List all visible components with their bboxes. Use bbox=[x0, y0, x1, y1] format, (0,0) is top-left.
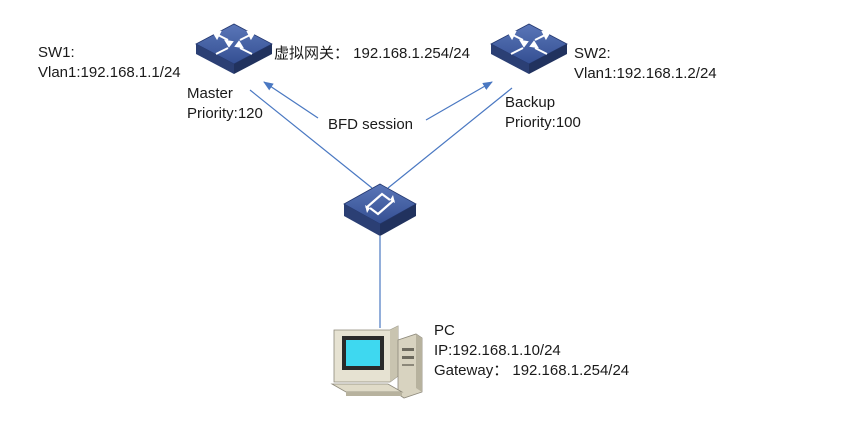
sw2-priority: Priority:100 bbox=[505, 114, 581, 131]
link-sw1-switch bbox=[249, 89, 373, 189]
bfd-arrow-right bbox=[425, 81, 493, 121]
pc-gateway: Gateway： 192.168.1.254/24 bbox=[434, 362, 630, 379]
sw1-priority: Priority:120 bbox=[187, 105, 263, 122]
sw2-vlan: Vlan1:192.168.1.2/24 bbox=[574, 65, 717, 82]
pc-icon bbox=[330, 325, 423, 399]
sw2-role: Backup bbox=[505, 94, 556, 111]
router-icon bbox=[490, 23, 568, 74]
virtual-gateway-label: 虚拟网关： 192.168.1.254/24 bbox=[274, 45, 470, 62]
bfd-arrow-left bbox=[263, 81, 319, 119]
pc-name: PC bbox=[434, 322, 455, 339]
router-icon bbox=[195, 23, 273, 74]
pc-ip: IP:192.168.1.10/24 bbox=[434, 342, 561, 359]
bfd-session-label: BFD session bbox=[328, 116, 414, 133]
switch-icon bbox=[343, 183, 417, 236]
sw1-name: SW1: bbox=[38, 44, 75, 61]
link-sw2-switch bbox=[387, 87, 513, 189]
sw1-vlan: Vlan1:192.168.1.1/24 bbox=[38, 64, 181, 81]
sw2-name: SW2: bbox=[574, 45, 611, 62]
sw1-role: Master bbox=[187, 85, 233, 102]
